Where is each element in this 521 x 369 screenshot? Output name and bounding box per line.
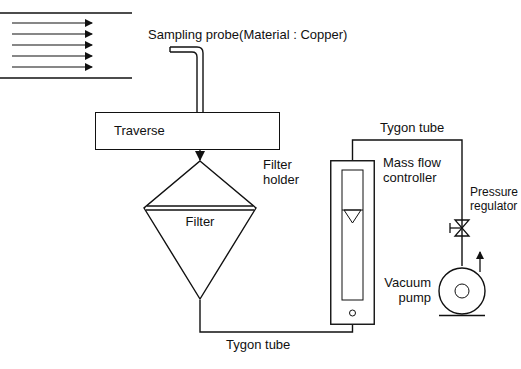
node-heading: Vacuum pump xyxy=(373,276,431,306)
pump-outline xyxy=(437,266,487,316)
tube-connector xyxy=(200,300,353,332)
vacuum-pump: Vacuum pump xyxy=(437,266,487,316)
node-heading: Filter holder xyxy=(263,158,315,188)
mfc-knob xyxy=(350,310,356,316)
pump-rotor xyxy=(455,284,469,298)
tube-connector xyxy=(199,150,200,160)
flow-duct xyxy=(0,13,132,78)
mfc-float xyxy=(344,210,361,223)
traverse-box: Traverse xyxy=(95,112,280,150)
mass-flow-controller: Mass flow controller xyxy=(330,160,375,325)
holder-outline xyxy=(144,161,256,299)
node-label: Traverse xyxy=(114,124,165,139)
regulator-label: Pressure regulator xyxy=(470,186,520,214)
sampling-probe xyxy=(170,47,203,112)
flow-arrows xyxy=(12,23,92,67)
pump-base xyxy=(439,315,485,316)
pump-body xyxy=(439,268,485,314)
probe-label: Sampling probe(Material : Copper) xyxy=(148,28,388,43)
mfc-outline xyxy=(330,160,375,325)
edge-label: Tygon tube xyxy=(224,338,292,353)
filter-holder-outline xyxy=(143,160,257,300)
node-heading: Mass flow controller xyxy=(383,156,459,186)
mfc-float-top xyxy=(342,210,363,211)
filter-label: Filter xyxy=(143,215,257,230)
filter-holder: Filter holderFilter xyxy=(143,160,257,300)
exhaust-arrow xyxy=(479,252,480,272)
filter-line xyxy=(146,209,254,210)
pressure-regulator-valve xyxy=(450,220,469,236)
edge-label: Tygon tube xyxy=(378,121,446,136)
mfc-body xyxy=(331,161,375,325)
filter-line xyxy=(147,205,253,206)
mfc-tube xyxy=(342,170,363,300)
